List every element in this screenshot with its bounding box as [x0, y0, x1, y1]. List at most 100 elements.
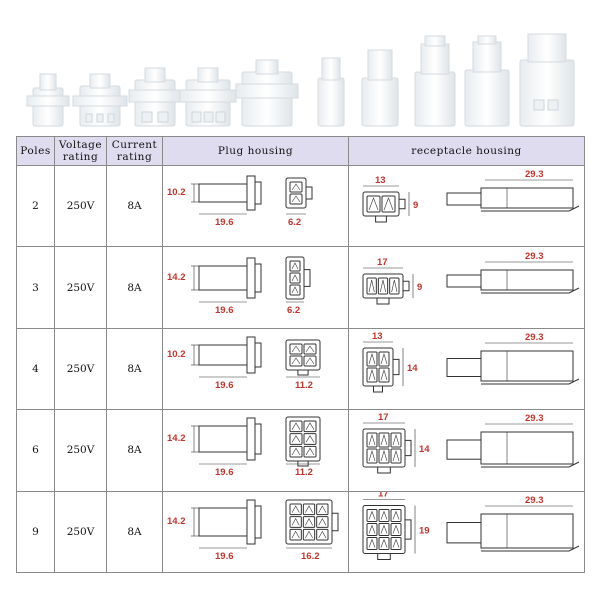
receptacle-height-label: 14 — [419, 444, 430, 455]
poles-cell: 4 — [16, 327, 55, 411]
plug-length-label: 19.6 — [215, 380, 234, 391]
plug-height-label: 14.2 — [167, 516, 186, 527]
plug-photo-6pin — [179, 67, 237, 127]
receptacle-length-label: 29.3 — [525, 169, 544, 180]
receptacle-length-label: 29.3 — [525, 332, 544, 343]
receptacle-photo-3pin — [361, 49, 399, 127]
receptacle-front-view — [362, 191, 406, 223]
plug-face-width-label: 11.2 — [295, 380, 313, 391]
plug-front-view — [285, 499, 339, 545]
receptacle-photo-9pin — [519, 33, 575, 127]
receptacle-height-label: 19 — [419, 526, 430, 537]
receptacle-width-label: 13 — [372, 331, 383, 342]
plug-side-view — [191, 257, 262, 302]
receptacle-front-view — [362, 428, 412, 474]
plug-length-label: 19.6 — [215, 305, 234, 316]
receptacle-side-view — [446, 431, 580, 468]
plug-face-width-label: 16.2 — [301, 551, 320, 562]
header-receptacle: receptacle housing — [348, 136, 585, 166]
voltage-cell: 250V — [54, 164, 107, 248]
plug-front-view — [285, 339, 321, 376]
plug-side-view — [191, 417, 262, 465]
plug-side-view — [191, 175, 262, 215]
receptacle-drawing: 17 14 29.3 — [362, 412, 580, 474]
receptacle-side-view — [446, 269, 580, 294]
header-plug: Plug housing — [162, 136, 349, 166]
voltage-cell: 250V — [54, 409, 107, 492]
plug-drawing-cell: 10.2 19.6 6.2 — [162, 164, 349, 248]
receptacle-drawing: 17 19 29.3 — [362, 492, 580, 561]
receptacle-length-label: 29.3 — [525, 495, 544, 506]
receptacle-width-label: 17 — [377, 257, 388, 268]
plug-height-label: 10.2 — [167, 349, 186, 360]
receptacle-photo-2pin — [317, 57, 345, 127]
plug-drawing-cell: 14.2 19.6 6.2 — [162, 246, 349, 329]
plug-height-label: 10.2 — [167, 187, 186, 198]
plug-length-label: 19.6 — [215, 551, 234, 562]
plug-photo-4pin — [128, 67, 182, 127]
receptacle-height-label: 9 — [417, 282, 422, 293]
current-cell: 8A — [106, 490, 163, 574]
receptacle-drawing-cell: 17 19 29.3 — [348, 490, 585, 574]
plug-photo-2pin — [26, 73, 70, 127]
receptacle-width-label: 17 — [378, 412, 389, 423]
receptacle-photo-6pin — [464, 35, 510, 127]
plug-side-view — [191, 499, 262, 549]
current-cell: 8A — [106, 164, 163, 248]
poles-cell: 3 — [16, 246, 55, 329]
plug-face-width-label: 11.2 — [295, 467, 313, 478]
plug-drawing: 10.2 19.6 6.2 — [167, 175, 313, 228]
receptacle-width-label: 17 — [378, 492, 389, 500]
receptacle-side-view — [446, 350, 580, 385]
receptacle-front-view — [362, 347, 400, 393]
current-cell: 8A — [106, 246, 163, 329]
plug-drawing-cell: 10.2 19.6 11.2 — [162, 327, 349, 411]
plug-height-label: 14.2 — [167, 433, 186, 444]
connector-photo — [26, 33, 575, 127]
plug-height-label: 14.2 — [167, 272, 186, 283]
poles-cell: 9 — [16, 490, 55, 574]
voltage-cell: 250V — [54, 327, 107, 411]
receptacle-width-label: 13 — [375, 175, 386, 186]
receptacle-drawing-cell: 17 14 29.3 — [348, 409, 585, 492]
receptacle-side-view — [446, 187, 580, 212]
voltage-cell: 250V — [54, 490, 107, 574]
receptacle-length-label: 29.3 — [525, 251, 544, 262]
receptacle-drawing-cell: 17 9 29.3 — [348, 246, 585, 329]
plug-length-label: 19.6 — [215, 217, 234, 228]
plug-drawing: 10.2 19.6 11.2 — [167, 336, 321, 391]
voltage-cell: 250V — [54, 246, 107, 329]
receptacle-drawing-cell: 13 9 29.3 — [348, 164, 585, 248]
plug-drawing: 14.2 19.6 16.2 — [167, 499, 339, 562]
plug-front-view — [285, 256, 311, 300]
poles-cell: 2 — [16, 164, 55, 248]
plug-drawing-cell: 14.2 19.6 16.2 — [162, 490, 349, 574]
current-cell: 8A — [106, 409, 163, 492]
receptacle-photo-4pin — [414, 35, 456, 127]
receptacle-drawing: 13 9 29.3 — [362, 169, 580, 223]
plug-photo-3pin — [72, 73, 128, 127]
receptacle-height-label: 9 — [413, 200, 418, 211]
plug-face-width-label: 6.2 — [287, 305, 300, 316]
plug-face-width-label: 6.2 — [288, 217, 301, 228]
plug-photo-9pin — [235, 59, 299, 127]
plug-side-view — [191, 336, 262, 378]
header-poles: Poles — [16, 136, 55, 166]
current-cell: 8A — [106, 327, 163, 411]
receptacle-side-view — [446, 513, 580, 552]
receptacle-front-view — [362, 273, 410, 305]
receptacle-drawing: 17 9 29.3 — [362, 251, 580, 305]
receptacle-length-label: 29.3 — [525, 413, 544, 424]
